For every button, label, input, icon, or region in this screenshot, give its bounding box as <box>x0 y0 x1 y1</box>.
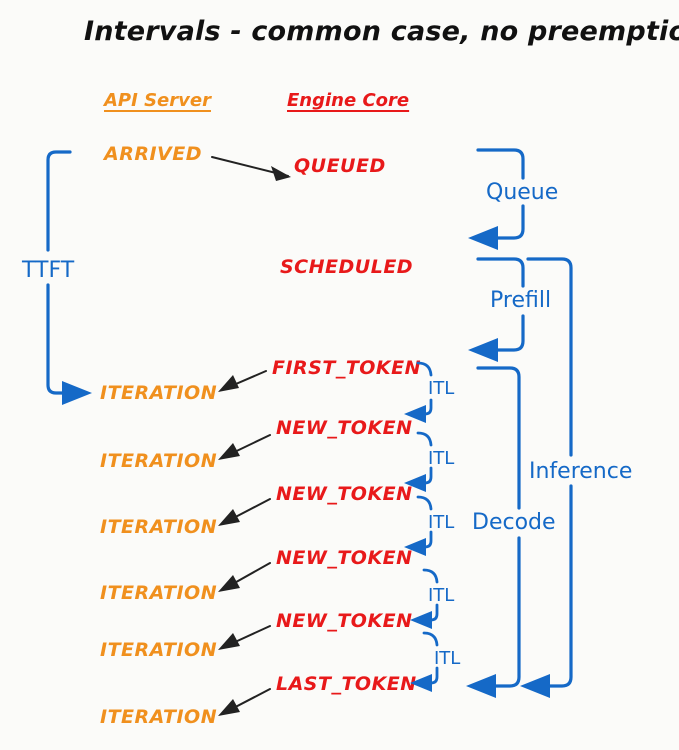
interval-label-itl-4: ITL <box>428 585 455 606</box>
state-iteration-3: ITERATION <box>100 516 218 538</box>
arrow-new-token-2-to-iteration <box>218 498 271 526</box>
state-queued: QUEUED <box>294 155 386 177</box>
state-new-token-4: NEW_TOKEN <box>276 610 413 632</box>
bracket-itl-5 <box>410 631 439 692</box>
interval-label-ttft: TTFT <box>22 258 75 283</box>
interval-label-inference: Inference <box>529 459 633 484</box>
interval-label-decode: Decode <box>472 510 556 535</box>
state-new-token-2: NEW_TOKEN <box>276 483 413 505</box>
page-title: Intervals - common case, no preemptions <box>84 16 679 47</box>
arrow-first-token-to-iteration <box>218 370 267 392</box>
bracket-prefill <box>468 257 525 362</box>
state-iteration-5: ITERATION <box>100 639 218 661</box>
bracket-decode <box>466 366 521 698</box>
state-last-token: LAST_TOKEN <box>276 673 417 695</box>
interval-label-itl-1: ITL <box>428 378 455 399</box>
column-header-api-server: API Server <box>104 90 211 111</box>
state-scheduled: SCHEDULED <box>280 256 414 278</box>
arrow-new-token-4-to-iteration <box>218 625 271 650</box>
bracket-inference <box>520 257 573 698</box>
interval-label-itl-3: ITL <box>428 512 455 533</box>
state-new-token-3: NEW_TOKEN <box>276 547 413 569</box>
bracket-ttft <box>46 150 92 405</box>
interval-label-prefill: Prefill <box>490 288 552 313</box>
bracket-itl-1 <box>404 361 433 423</box>
arrow-arrived-to-queued <box>211 156 291 181</box>
bracket-itl-4 <box>410 568 439 629</box>
column-header-engine-core: Engine Core <box>287 90 410 111</box>
state-iteration-1: ITERATION <box>100 382 218 404</box>
state-first-token: FIRST_TOKEN <box>272 357 422 379</box>
state-iteration-4: ITERATION <box>100 582 218 604</box>
state-iteration-6: ITERATION <box>100 706 218 728</box>
interval-label-itl-2: ITL <box>428 448 455 469</box>
interval-label-queue: Queue <box>486 180 559 205</box>
state-new-token-1: NEW_TOKEN <box>276 417 413 439</box>
arrow-last-token-to-iteration <box>218 688 271 716</box>
state-iteration-2: ITERATION <box>100 450 218 472</box>
bracket-queue <box>468 148 525 250</box>
state-arrived: ARRIVED <box>104 143 202 165</box>
interval-label-itl-5: ITL <box>434 648 461 669</box>
bracket-itl-3 <box>404 495 433 556</box>
bracket-itl-2 <box>404 431 433 492</box>
arrow-new-token-3-to-iteration <box>218 562 271 592</box>
arrow-new-token-1-to-iteration <box>218 434 271 460</box>
